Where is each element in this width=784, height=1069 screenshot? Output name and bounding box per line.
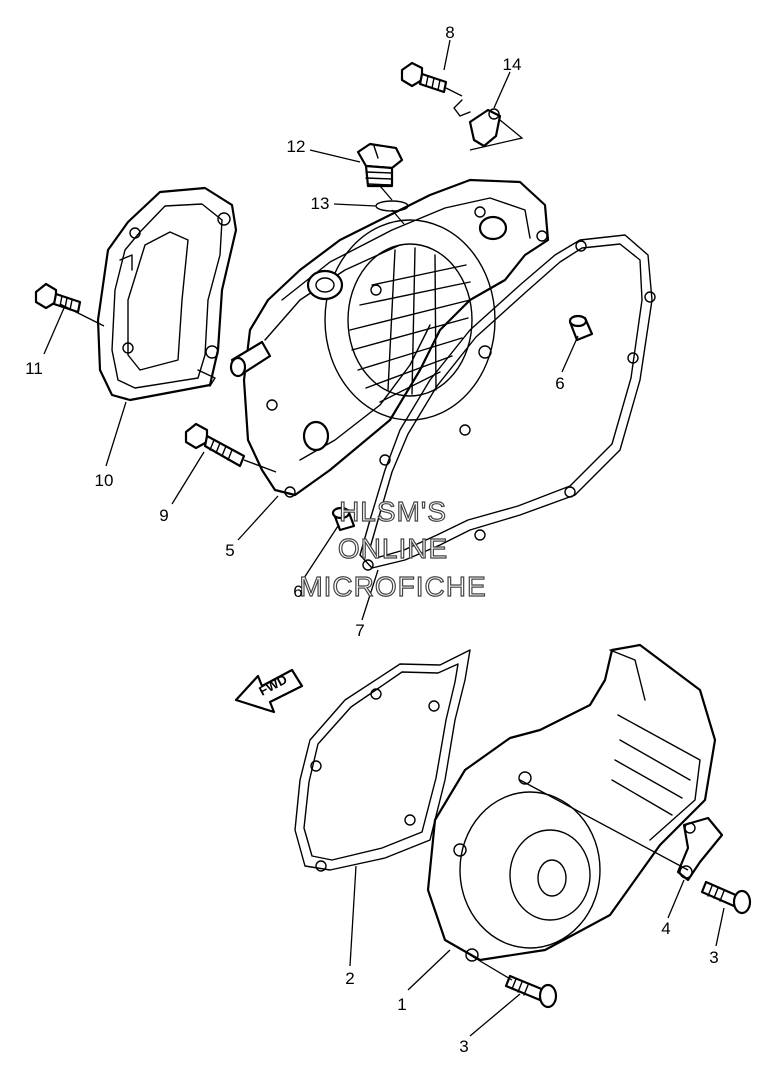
part-3-screw-right [700, 880, 752, 915]
part-12-plug [356, 142, 404, 188]
callout-12: 12 [287, 137, 306, 156]
callout-1: 1 [397, 995, 406, 1014]
callout-7: 7 [355, 621, 364, 640]
part-6-dowel-lower [331, 506, 356, 532]
callout-10: 10 [95, 471, 114, 490]
watermark-line-1: HLSM'S [339, 496, 447, 527]
watermark-line-3: MICROFICHE [299, 571, 486, 602]
part-10-cover [96, 186, 238, 402]
watermark: HLSM'S ONLINE MICROFICHE [299, 495, 487, 602]
fwd-arrow-icon: FWD [234, 668, 304, 714]
part-7-gasket [359, 234, 656, 571]
part-3-screw-lower [504, 974, 558, 1009]
callout-5: 5 [225, 541, 234, 560]
leader-lines [43, 39, 725, 1037]
callout-2: 2 [345, 969, 354, 988]
callout-3-right: 3 [709, 948, 718, 967]
callout-labels: 8 14 12 13 11 10 9 5 6 7 6 2 1 3 4 3 [25, 23, 719, 1056]
part-6-dowel-upper [568, 314, 594, 342]
part-8-bolt [400, 61, 448, 94]
part-2-gasket [294, 649, 471, 872]
part-13-o-ring [375, 200, 409, 212]
callout-14: 14 [503, 55, 522, 74]
part-9-bolt [184, 422, 246, 468]
callout-4: 4 [661, 919, 670, 938]
callout-8: 8 [445, 23, 454, 42]
part-11-bolt [34, 282, 82, 314]
callout-13: 13 [311, 194, 330, 213]
watermark-line-2: ONLINE [338, 533, 448, 564]
callout-11: 11 [25, 359, 43, 378]
part-4-bracket [676, 816, 724, 882]
callout-6-upper: 6 [555, 374, 564, 393]
part-1-magneto-cover [426, 643, 717, 962]
callout-9: 9 [159, 506, 168, 525]
alignment-lines [59, 87, 689, 981]
callout-6-lower: 6 [293, 582, 302, 601]
part-5-crankcase-cover [229, 178, 550, 498]
part-14-clip [453, 99, 524, 151]
callout-3-lower: 3 [459, 1037, 468, 1056]
